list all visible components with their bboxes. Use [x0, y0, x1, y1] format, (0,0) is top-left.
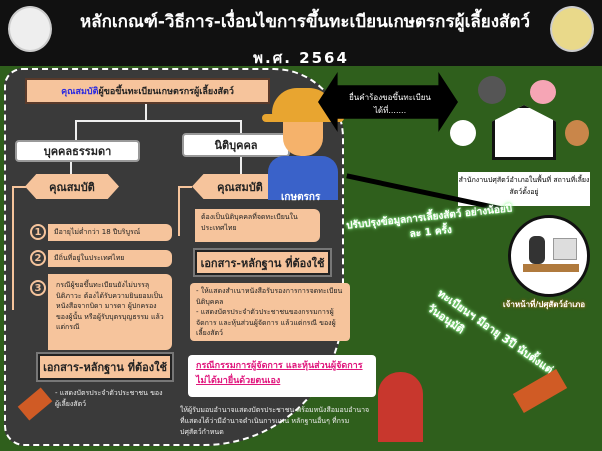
header-band: [0, 0, 602, 66]
officer-label: เจ้าหน้าที่/ปศุสัตว์อำเภอ: [502, 300, 586, 309]
number-2: 2: [30, 250, 46, 266]
update-frequency-text: ปรับปรุงข้อมูลการเลี้ยงสัตว์ อย่างน้อยปี…: [345, 203, 513, 241]
proxy-case-title: กรณีกรรมการผู้จัดการ และหุ้นส่วนผู้จัดกา…: [188, 355, 376, 397]
main-heading: คุณสมบัติ ผู้ขอขึ้นทะเบียนเกษตรกรผู้เลี้…: [25, 78, 270, 104]
goat-icon: [450, 120, 476, 146]
heading-highlight: คุณสมบัติ: [61, 87, 99, 97]
pig-icon: [530, 80, 556, 104]
submit-location-text: ยื่นคำร้องขอขึ้นทะเบียน ได้ที่.......: [349, 93, 431, 115]
natural-docs-text: - แสดงบัตรประจำตัวประชาชน ของผู้เลี้ยงสั…: [55, 389, 163, 409]
juristic-person-box: นิติบุคคล: [182, 133, 290, 157]
juristic-qualification-text: ต้องเป็นนิติบุคคลที่จดทะเบียนใน ประเทศไท…: [195, 209, 320, 242]
farmer-label: เกษตรกร: [281, 192, 321, 203]
natural-person-box: บุคคลธรรมดา: [15, 140, 140, 162]
juristic-docs-box: - ให้แสดงสำเนาหนังสือรับรองการการจดทะเบี…: [190, 283, 350, 341]
government-building-icon: [492, 105, 556, 160]
dld-logo: [550, 6, 594, 52]
year-label: พ.ศ. 2564: [253, 49, 349, 67]
qualification-item: มีอายุไม่ต่ำกว่า 18 ปีบริบูรณ์: [48, 224, 172, 241]
proxy-case-text: ให้ผู้รับมอบอำนาจแสดงบัตรประชาชน พร้อมหน…: [180, 406, 370, 437]
ministry-logo: [8, 6, 52, 52]
cow-icon: [478, 76, 506, 104]
barn-icon: [378, 372, 423, 442]
number-3: 3: [30, 280, 46, 296]
number-1: 1: [30, 224, 46, 240]
qualification-item: มีถิ่นที่อยู่ในประเทศไทย: [48, 250, 172, 267]
chicken-icon: [565, 120, 589, 146]
officer-icon: [508, 215, 590, 297]
natural-docs-heading: เอกสาร-หลักฐาน ที่ต้องใช้: [38, 354, 172, 380]
page-title: หลักเกณฑ์-วิธีการ-เงื่อนไขการขึ้นทะเบียน…: [79, 12, 531, 32]
juristic-docs-heading: เอกสาร-หลักฐาน ที่ต้องใช้: [195, 250, 330, 275]
juristic-docs-text-2: - แสดงบัตรประจำตัวประชาชนของกรรมการผู้จั…: [196, 308, 336, 337]
natural-qualification-label: คุณสมบัติ: [25, 174, 119, 199]
farmer-face: [283, 122, 323, 156]
farmer-icon: [268, 156, 338, 200]
office-location-box: สำนักงานปศุสัตว์อำเภอในพื้นที่ สถานที่เล…: [458, 172, 590, 206]
heading-rest: ผู้ขอขึ้นทะเบียนเกษตรกรผู้เลี้ยงสัตว์: [98, 87, 234, 97]
qualification-item: กรณีผู้ขอขึ้นทะเบียนยังไม่บรรลุนิติภาวะ …: [48, 274, 172, 350]
juristic-docs-text-1: - ให้แสดงสำเนาหนังสือรับรองการการจดทะเบี…: [196, 287, 343, 306]
